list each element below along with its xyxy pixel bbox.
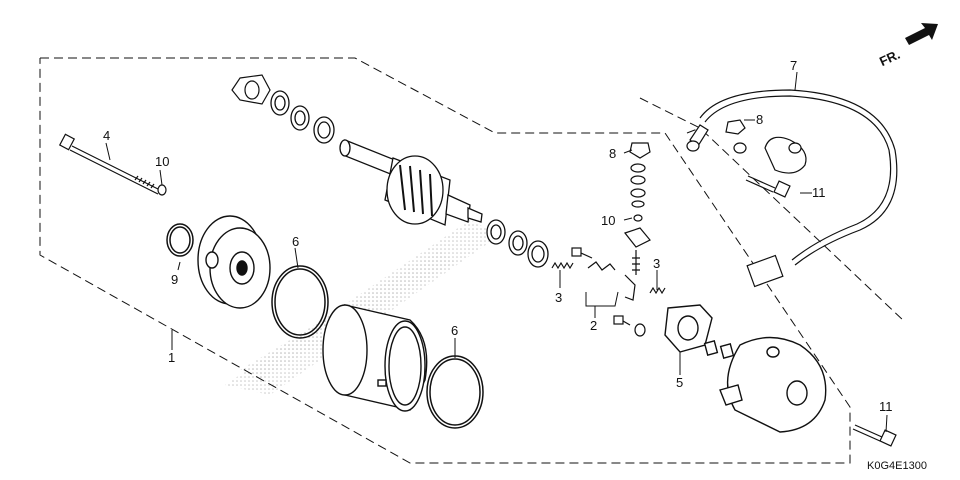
leader-lines [105,71,888,433]
spring-part-3-right [649,286,666,295]
callout-7: 7 [790,58,797,73]
diagram-code: K0G4E1300 [867,460,927,472]
thrust-washers-rear [486,219,549,268]
direction-label: FR. [877,47,902,69]
callout-3-right: 3 [653,256,660,271]
callout-10-stack: 10 [601,213,615,228]
brush-lead-part-2 [587,261,636,301]
assembly-boundary [39,57,906,464]
callout-5: 5 [676,375,683,390]
lock-plate [231,74,271,105]
thrust-washers-top [270,90,335,144]
terminal-screws [571,247,646,337]
spring-part-3-left [551,261,574,270]
callout-6-lower: 6 [451,323,458,338]
callout-11-lower: 11 [879,399,893,414]
callout-6-upper: 6 [292,234,299,249]
callout-9: 9 [171,272,178,287]
callout-2: 2 [590,318,597,333]
o-ring-part-9 [166,223,194,257]
terminal-stack [624,142,651,275]
o-ring-part-6-lower [426,355,484,429]
callout-8-stack: 8 [609,146,616,161]
washer-part-10 [157,184,167,196]
callout-11-upper: 11 [812,185,826,200]
yoke-housing [322,304,428,412]
front-cover [197,215,271,309]
rear-cover [719,336,827,433]
bolt-part-11-upper [745,175,791,198]
nut-part-8-cable [725,119,746,135]
o-ring-part-6-upper [271,265,329,339]
callout-8-cable: 8 [756,112,763,127]
starter-cable-part-7 [686,89,898,288]
front-direction-arrow-icon [905,23,938,45]
long-bolt-part-4 [58,133,161,195]
bolt-part-11-lower [852,424,897,447]
armature [339,139,483,226]
callout-4: 4 [103,128,110,143]
brush-holder-part-5 [664,304,735,359]
callout-1: 1 [168,350,175,365]
callout-10-left: 10 [155,154,169,169]
callout-3-left: 3 [555,290,562,305]
